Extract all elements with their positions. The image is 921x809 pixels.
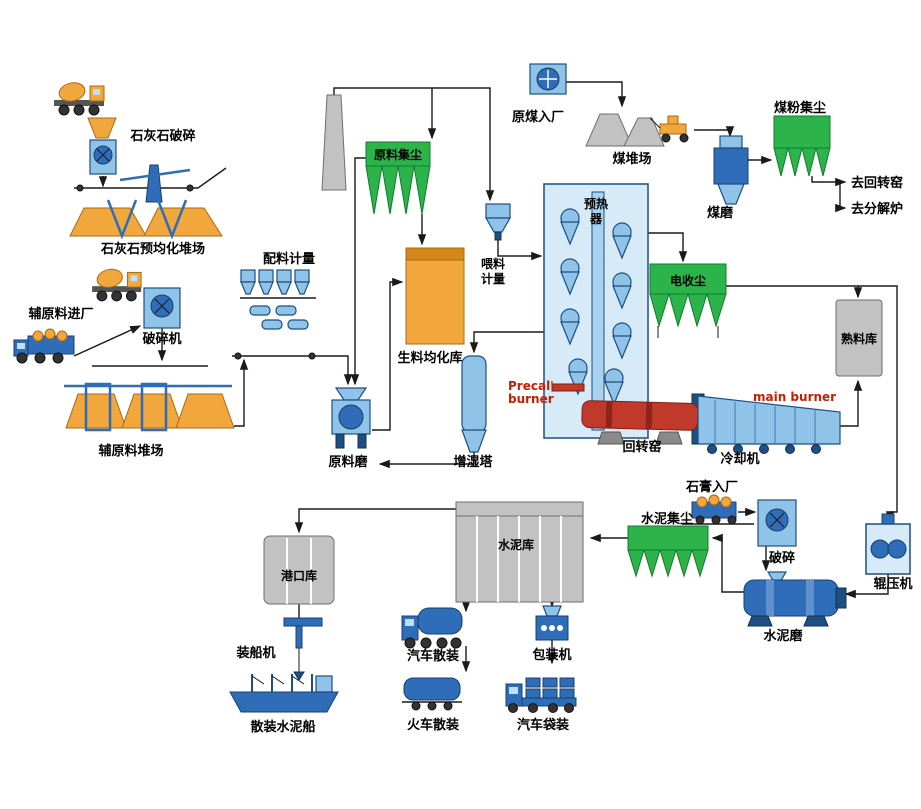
limestone-hopper-icon (87, 117, 117, 139)
label-cement-dust-collector: 水泥集尘 (641, 511, 693, 527)
label-raw-dust-collector: 原料集尘 (374, 147, 422, 162)
label-humidifying-tower: 增湿塔 (453, 454, 493, 470)
label-train-bulk: 火车散装 (407, 717, 459, 733)
label-aux-material-in: 辅原料进厂 (28, 306, 93, 322)
label-cement-mill: 水泥磨 (763, 628, 802, 644)
label-to-rotary-kiln: 去回转窑 (851, 175, 903, 191)
label-ship-loader: 装船机 (235, 645, 275, 661)
precal-burner-icon (551, 383, 585, 392)
cement-mill-icon (743, 571, 847, 627)
coal-dust-collector-icon (773, 115, 831, 177)
label-esp: 电收尘 (670, 273, 706, 288)
clinker-silo-icon (835, 299, 883, 377)
packing-machine-icon (535, 605, 569, 641)
label-aux-material-yard: 辅原料堆场 (98, 443, 163, 459)
label-port-silo: 港口库 (281, 568, 317, 583)
label-coal-mill: 煤磨 (707, 205, 733, 221)
bag-truck-icon (505, 677, 577, 713)
ship-loader-icon (283, 617, 323, 681)
roller-press-icon (865, 513, 911, 575)
coal-loader-icon (649, 115, 689, 143)
feed-metering-icon (484, 203, 512, 241)
label-crusher-machine: 破碎机 (142, 331, 181, 347)
label-bulk-cement-ship: 散装水泥船 (250, 719, 315, 735)
label-feed-metering-1: 喂料 (481, 256, 505, 271)
raw-dust-collector-icon (365, 141, 431, 215)
label-rotary-kiln: 回转窑 (622, 439, 661, 455)
gypsum-crusher-icon (757, 499, 797, 547)
bulk-ship-icon (229, 674, 339, 713)
label-precal-burner-2: burner (508, 392, 554, 406)
train-tank-icon (402, 677, 462, 711)
cement-silo-icon (455, 501, 584, 603)
label-preheater-2: 器 (589, 212, 603, 226)
label-truck-bagged: 汽车袋装 (517, 717, 569, 733)
cooler-icon (697, 395, 841, 454)
dump-truck-icon (13, 328, 75, 364)
raw-mill-icon (331, 387, 371, 449)
label-cement-silo: 水泥库 (498, 537, 534, 552)
bulk-truck-icon (401, 607, 463, 649)
label-raw-meal-silo: 生料均化库 (397, 350, 462, 366)
label-gypsum-in: 石膏入厂 (685, 479, 738, 495)
aux-pile-icon (64, 382, 235, 432)
coal-tippler-icon (529, 63, 567, 95)
rotary-kiln-icon (581, 400, 699, 445)
stacker-icon (119, 164, 191, 203)
label-main-burner: main burner (753, 390, 836, 404)
gypsum-truck-icon (691, 494, 737, 525)
label-batching-metering: 配料计量 (263, 251, 315, 267)
port-silo-icon (263, 535, 335, 605)
limestone-crusher-icon (89, 139, 117, 175)
coal-mill-icon (713, 135, 749, 205)
label-preheater-1: 预热 (584, 196, 608, 211)
label-raw-coal-in: 原煤入厂 (512, 109, 564, 125)
label-packing-machine: 包装机 (532, 647, 571, 663)
belt-conveyor-icon (76, 184, 194, 192)
label-raw-mill: 原料磨 (328, 454, 367, 470)
label-precal-burner-1: Precal' (508, 379, 554, 393)
label-coal-yard: 煤堆场 (612, 151, 651, 167)
label-limestone-preblending-yard: 石灰石预均化堆场 (100, 241, 205, 257)
label-clinker-silo: 熟料库 (841, 331, 877, 346)
mixer-truck-icon (91, 266, 142, 302)
mixer-truck-icon (53, 79, 105, 116)
chimney-icon (321, 94, 347, 191)
label-gypsum-crushing: 破碎 (769, 550, 795, 566)
label-to-calciner: 去分解炉 (851, 201, 903, 217)
humidifying-tower-icon (461, 355, 487, 453)
aux-crusher-icon (143, 287, 181, 329)
cement-dust-collector-icon (627, 525, 709, 578)
label-coal-dust-collector: 煤粉集尘 (774, 100, 826, 116)
label-cooler: 冷却机 (720, 451, 759, 467)
raw-meal-silo-icon (405, 247, 465, 345)
flow-lines (73, 81, 898, 673)
label-limestone-crushing: 石灰石破碎 (129, 128, 195, 144)
label-feed-metering-2: 计量 (481, 271, 505, 286)
preheater-tower-icon (543, 183, 649, 439)
batching-hoppers-icon (234, 269, 316, 360)
esp-icon (649, 263, 727, 338)
label-truck-bulk: 汽车散装 (407, 648, 459, 664)
coal-pile-icon (585, 113, 665, 147)
limestone-pile-icon (69, 199, 223, 240)
label-roller-press: 辊压机 (873, 576, 912, 592)
